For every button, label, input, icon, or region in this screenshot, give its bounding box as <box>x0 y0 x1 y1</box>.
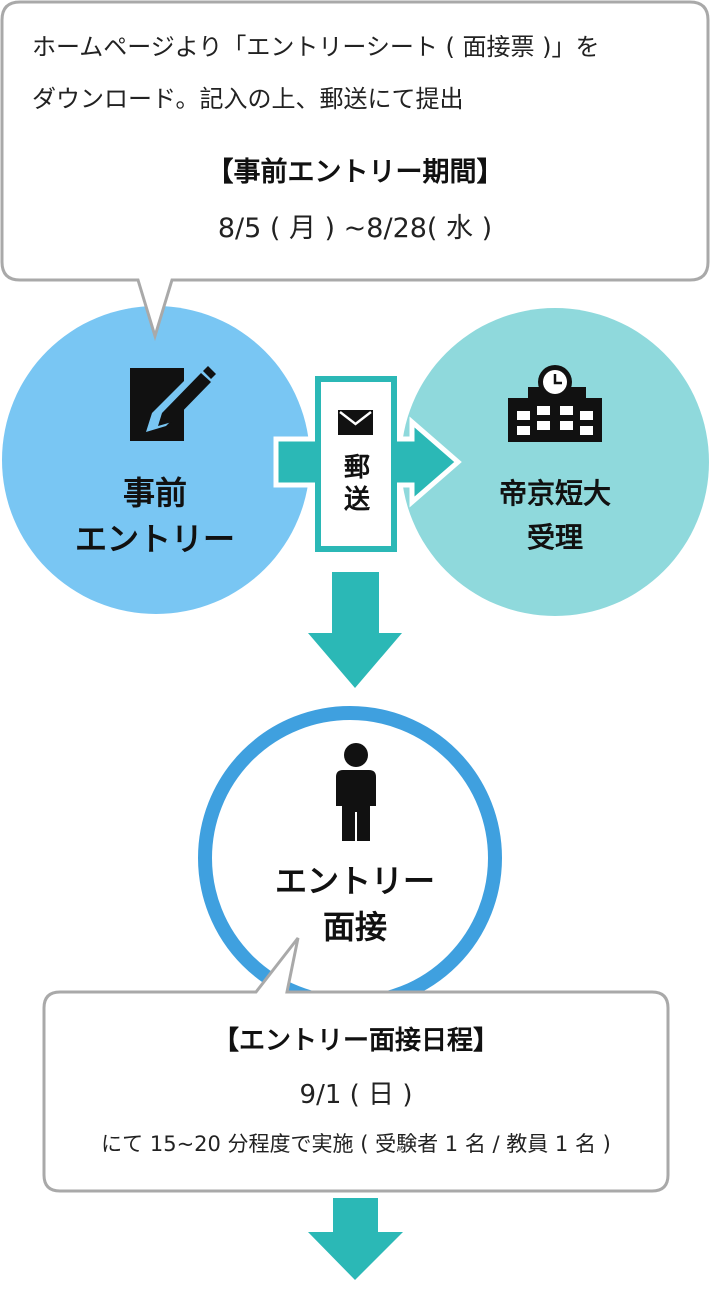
instruction-line-1: ホームページより「エントリーシート ( 面接票 )」を <box>32 33 600 61</box>
entry-step-line-1: 事前 <box>122 474 187 512</box>
school-building-icon <box>508 365 602 442</box>
interview-step-line-2: 面接 <box>322 908 387 946</box>
schedule-date: 9/1 ( 日 ) <box>299 1080 413 1110</box>
entry-info-bubble <box>0 0 710 342</box>
schedule-title: 【エントリー面接日程】 <box>212 1026 499 1056</box>
arrow-down-icon <box>308 572 402 688</box>
mail-label-line-2: 送 <box>343 485 370 515</box>
receipt-circle <box>401 308 709 616</box>
mail-label-line-1: 郵 <box>343 453 370 483</box>
schedule-bubble <box>42 937 670 1193</box>
schedule-detail: にて 15~20 分程度で実施 ( 受験者 1 名 / 教員 1 名 ) <box>101 1132 611 1156</box>
entry-step-line-2: エントリー <box>74 520 235 558</box>
person-icon <box>336 743 376 841</box>
arrow-down-icon <box>308 1198 403 1280</box>
instruction-line-2: ダウンロード。記入の上、郵送にて提出 <box>32 85 464 113</box>
receipt-step-line-2: 受理 <box>526 521 583 554</box>
receipt-step-line-1: 帝京短大 <box>498 477 611 510</box>
receipt-step-label: 帝京短大 受理 <box>410 472 700 560</box>
interview-step-line-1: エントリー <box>274 862 435 900</box>
mail-label: 郵 送 <box>322 452 392 516</box>
pencil-note-icon <box>130 366 216 441</box>
entry-period-title: 【事前エントリー期間】 <box>206 157 504 188</box>
entry-circle <box>2 306 310 614</box>
envelope-icon <box>338 410 373 435</box>
mail-card <box>315 376 397 552</box>
interview-step-label: エントリー 面接 <box>210 858 500 950</box>
entry-period-dates: 8/5 ( 月 ) ~8/28( 水 ) <box>217 213 493 244</box>
entry-step-label: 事前 エントリー <box>30 470 280 562</box>
